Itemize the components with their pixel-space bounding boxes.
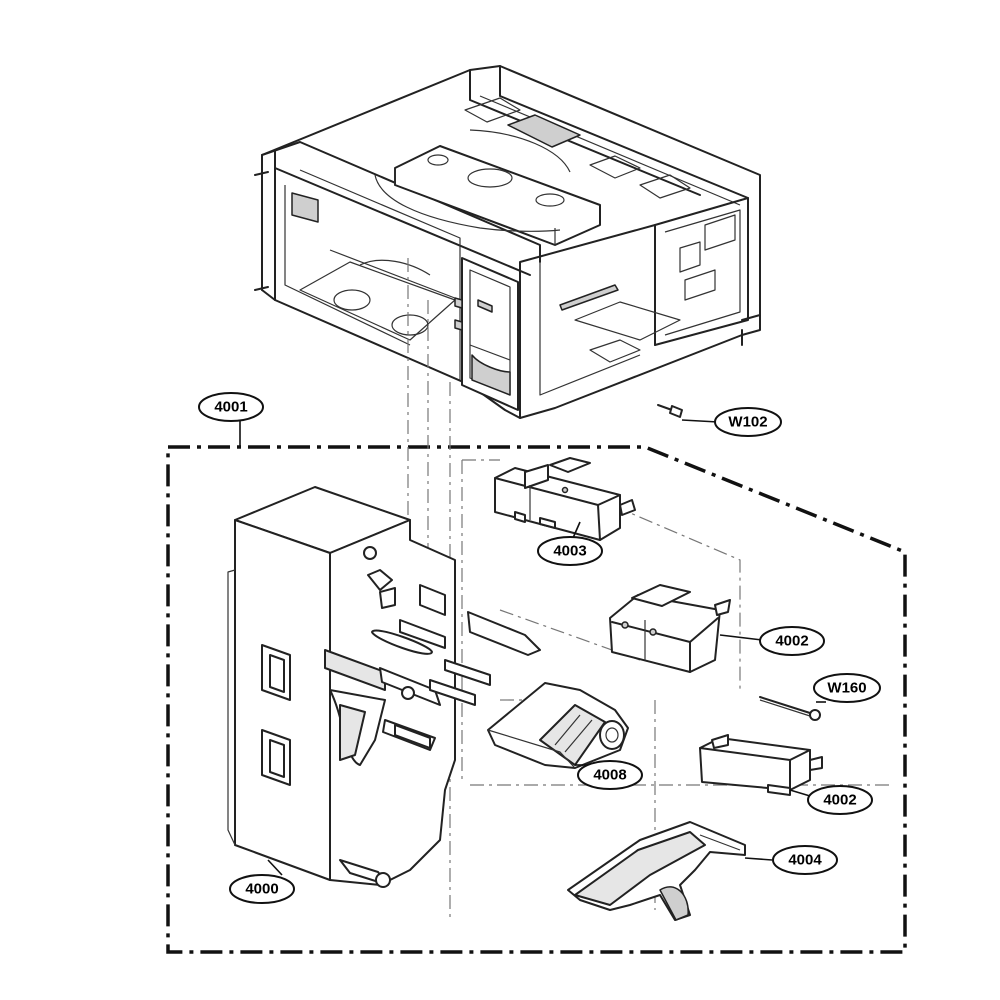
vent-grille-left [291,192,319,223]
callout-4001-text: 4001 [214,399,247,416]
switch-4003 [494,457,636,541]
callout-4003-text: 4003 [553,543,586,560]
callout-4002-lower: 4002 [807,785,873,815]
callout-4002-upper: 4002 [759,626,825,656]
lever-4004 [567,821,746,921]
callout-4002-upper-text: 4002 [775,633,808,650]
callout-4004: 4004 [772,845,838,875]
callout-4004-text: 4004 [788,852,822,869]
callout-4008: 4008 [577,760,643,790]
callout-4000-text: 4000 [245,881,278,898]
switch-holder-bracket-4000 [227,486,541,888]
callout-w160-text: W160 [827,680,866,697]
screw-w102 [657,404,683,418]
assembly-4001-boundary [166,445,907,954]
switch-4002-lower [699,734,823,796]
latch-lever-4008 [487,682,629,769]
callout-w160: W160 [813,673,881,703]
callout-w102: W102 [714,407,782,437]
vent-grille-top [507,114,581,148]
callout-4002-lower-text: 4002 [823,792,856,809]
leader-lines [239,419,826,876]
callout-4000: 4000 [229,874,295,904]
callout-4003: 4003 [537,536,603,566]
switch-4002-upper [609,584,731,673]
callout-w102-text: W102 [728,414,767,431]
interlock-bracket [454,257,519,411]
screw-w160 [759,696,821,721]
microwave-chassis [254,65,761,419]
callout-4008-text: 4008 [593,767,626,784]
callout-4001: 4001 [198,392,264,422]
